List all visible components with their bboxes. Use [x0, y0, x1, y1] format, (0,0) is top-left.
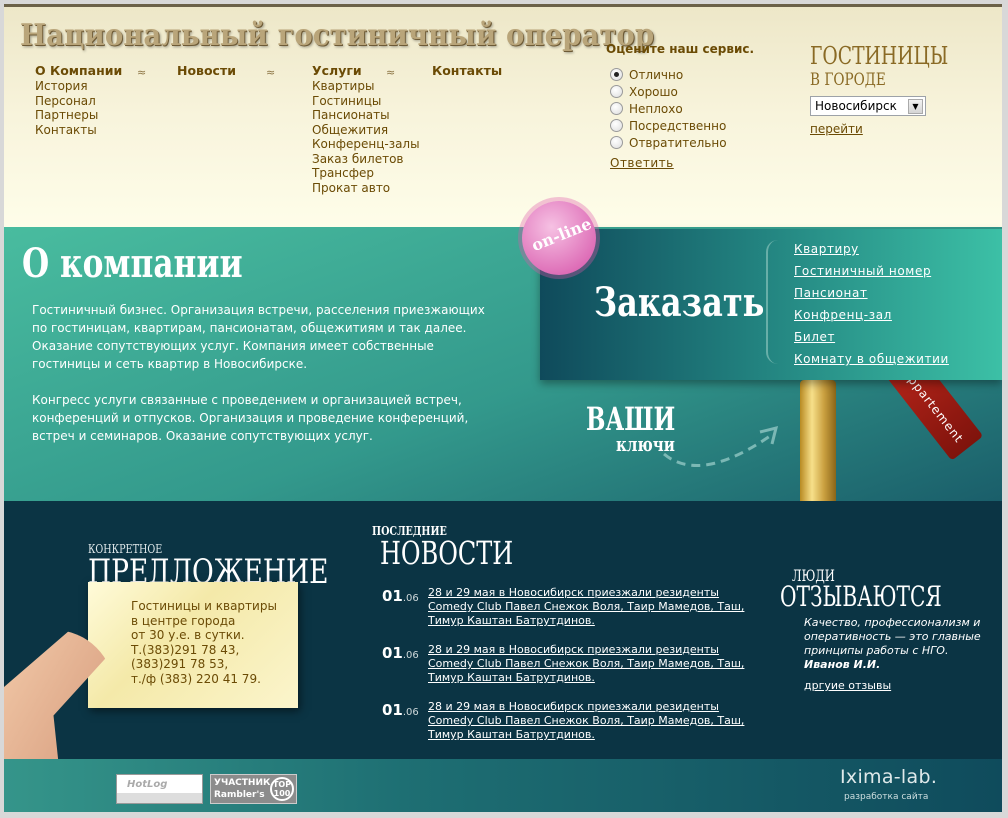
nav-history[interactable]: История: [35, 79, 88, 93]
nav-hotels[interactable]: Гостиницы: [312, 93, 382, 108]
order-title: Заказать: [594, 279, 765, 326]
option-label: Отвратительно: [629, 135, 727, 150]
order-boarding-house-link[interactable]: Пансионат: [794, 286, 868, 300]
more-reviews-link[interactable]: дргуие отзывы: [804, 679, 892, 692]
order-dorm-room-link[interactable]: Комнату в общежитии: [794, 352, 949, 366]
site-title-logo[interactable]: Национальный гостиничный оператор: [20, 18, 655, 53]
offer-line: от 30 у.е. в сутки.: [131, 628, 245, 642]
nav-contacts-sub[interactable]: Контакты: [35, 122, 97, 137]
city-select-value: Новосибирск: [815, 99, 897, 113]
offer-title-small: КОНКРЕТНОЕ: [88, 542, 163, 556]
keys-subtitle: ключи: [616, 432, 675, 456]
cities-title: ГОСТИНИЦЫ: [810, 42, 949, 70]
online-badge: on-line: [522, 201, 596, 275]
option-label: Отлично: [629, 67, 684, 82]
poll-title: Оцените наш сервис.: [606, 42, 755, 56]
about-paragraph: Конгресс услуги связанные с проведением …: [32, 393, 469, 443]
order-apartment-link[interactable]: Квартиру: [794, 242, 859, 256]
nav-news-link[interactable]: Новости: [177, 63, 236, 78]
news-link[interactable]: 28 и 29 мая в Новосибирск приезжали рези…: [428, 586, 745, 627]
nav-apartments[interactable]: Квартиры: [312, 79, 375, 93]
poll-submit-link[interactable]: Ответить: [610, 156, 674, 170]
nav-car-rental[interactable]: Прокат авто: [312, 180, 391, 195]
poll-option-awful[interactable]: Отвратительно: [610, 134, 727, 151]
poll-option-excellent[interactable]: Отлично: [610, 66, 727, 83]
option-label: Посредственно: [629, 118, 727, 133]
hotlog-counter[interactable]: HotLog: [116, 774, 203, 804]
nav-dormitories[interactable]: Общежития: [312, 122, 389, 137]
news-item: 01.06 28 и 29 мая в Новосибирск приезжал…: [382, 700, 762, 742]
poll-option-mediocre[interactable]: Посредственно: [610, 117, 727, 134]
nav-company: О Компании История Персонал Партнеры Кон…: [35, 64, 122, 137]
radio-checked[interactable]: [610, 68, 623, 81]
poll-options: Отлично Хорошо Неплохо Посредственно Отв…: [610, 66, 727, 151]
news-link[interactable]: 28 и 29 мая в Новосибирск приезжали рези…: [428, 700, 745, 741]
radio[interactable]: [610, 119, 623, 132]
nav-conference-halls[interactable]: Конференц-залы: [312, 137, 420, 151]
nav-transfer[interactable]: Трансфер: [312, 166, 375, 180]
option-label: Неплохо: [629, 101, 683, 116]
offer-line: в центре города: [131, 613, 236, 628]
order-ticket-link[interactable]: Билет: [794, 330, 836, 344]
offer-line: Т.(383)291 78 43,: [131, 642, 240, 657]
nav-company-link[interactable]: О Компании: [35, 63, 123, 78]
key-image: [800, 380, 836, 520]
offer-note: Гостиницы и квартиры в центре города от …: [88, 582, 298, 708]
about-paragraph: Гостиничный бизнес. Организация встречи,…: [32, 303, 485, 371]
city-select[interactable]: Новосибирск ▼: [810, 96, 926, 116]
news-title: НОВОСТИ: [380, 534, 514, 572]
nav-contacts-link[interactable]: Контакты: [432, 63, 503, 78]
reviews-title: ОТЗЫВАЮТСЯ: [780, 580, 942, 613]
counter-label: Rambler's: [214, 790, 265, 800]
developer-logo[interactable]: Ixima-lab.: [840, 766, 938, 788]
nav-boarding-houses[interactable]: Пансионаты: [312, 108, 390, 122]
news-date: 01.06: [382, 701, 419, 719]
page: Национальный гостиничный оператор О Комп…: [4, 4, 1002, 812]
offer-line: Гостиницы и квартиры: [131, 599, 277, 613]
order-hotel-room-link[interactable]: Гостиничный номер: [794, 264, 932, 278]
news-title-small: ПОСЛЕДНИЕ: [372, 524, 447, 538]
news-date: 01.06: [382, 587, 419, 605]
top100-badge: TOP 100: [270, 777, 294, 801]
order-links: Квартиру Гостиничный номер Пансионат Кон…: [794, 238, 949, 370]
poll-option-good[interactable]: Хорошо: [610, 83, 727, 100]
nav-contacts: Контакты: [432, 64, 502, 79]
city-go-link[interactable]: перейти: [810, 122, 863, 136]
nav-services-link[interactable]: Услуги: [312, 63, 362, 78]
review-quote: Качество, профессионализм и оперативност…: [804, 616, 981, 657]
nav-partners[interactable]: Партнеры: [35, 108, 99, 122]
nav-separator: ≈: [386, 66, 396, 79]
review-author: Иванов И.И.: [804, 658, 881, 671]
brace-decoration: [766, 240, 780, 364]
nav-separator: ≈: [137, 66, 147, 79]
nav-staff[interactable]: Персонал: [35, 93, 96, 108]
radio[interactable]: [610, 102, 623, 115]
dashed-arrow-icon: [663, 425, 779, 467]
counter-label: УЧАСТНИК: [214, 778, 271, 788]
offer-line: (383)291 78 53,: [131, 657, 229, 671]
order-conference-hall-link[interactable]: Конфренц-зал: [794, 308, 892, 322]
news-date: 01.06: [382, 644, 419, 662]
offer-line: т./ф (383) 220 41 79.: [131, 671, 261, 686]
radio[interactable]: [610, 136, 623, 149]
online-badge-label: on-line: [528, 213, 595, 256]
poll-option-not-bad[interactable]: Неплохо: [610, 100, 727, 117]
developer-caption: разработка сайта: [844, 792, 929, 802]
news-link[interactable]: 28 и 29 мая в Новосибирск приезжали рези…: [428, 643, 745, 684]
nav-tickets[interactable]: Заказ билетов: [312, 151, 404, 166]
keys-title: ВАШИ: [586, 400, 676, 438]
cities-subtitle: В ГОРОДЕ: [810, 70, 886, 90]
news-item: 01.06 28 и 29 мая в Новосибирск приезжал…: [382, 643, 762, 685]
option-label: Хорошо: [629, 84, 678, 99]
chevron-down-icon[interactable]: ▼: [908, 98, 923, 114]
news-item: 01.06 28 и 29 мая в Новосибирск приезжал…: [382, 586, 762, 628]
rambler-top100-counter[interactable]: УЧАСТНИК Rambler's TOP 100: [210, 774, 297, 804]
reviews-title-small: ЛЮДИ: [792, 566, 835, 585]
nav-services: Услуги Квартиры Гостиницы Пансионаты Общ…: [312, 64, 420, 195]
nav-news: Новости: [177, 64, 236, 79]
about-title: О компании: [22, 240, 243, 287]
radio[interactable]: [610, 85, 623, 98]
nav-separator: ≈: [266, 66, 276, 79]
about-text: Гостиничный бизнес. Организация встречи,…: [32, 301, 492, 463]
